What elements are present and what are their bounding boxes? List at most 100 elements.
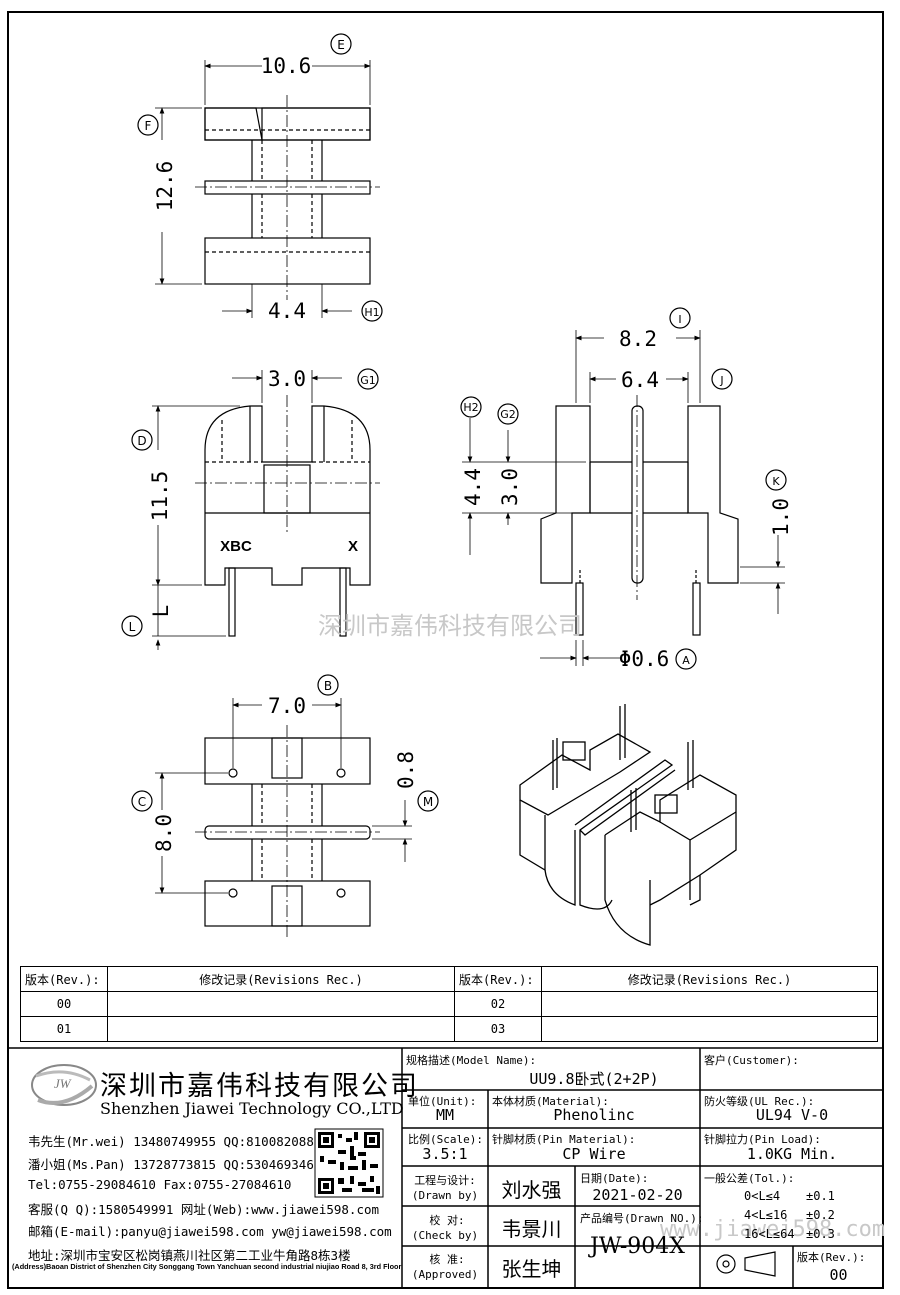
check-value: 韦景川 [501,1217,562,1241]
revisions-table: 版本(Rev.): 修改记录(Revisions Rec.) 版本(Rev.):… [20,966,878,1042]
drawn-value: 刘水强 [501,1178,562,1202]
material-value: Phenolinc [553,1106,635,1124]
contact-email: 邮箱(E-mail):panyu@jiawei598.com yw@jiawei… [28,1224,392,1239]
dim-top-width: 10.6 [261,54,312,78]
check-label: 校 对: [429,1214,465,1227]
tol-value: ±0.3 [806,1227,835,1241]
dim-front-pin: L [149,605,173,618]
dim-top-height: 12.6 [153,161,177,212]
rev-cell: 01 [20,1016,108,1042]
tag-k: K [772,475,780,488]
contact-address: 地址:深圳市宝安区松岗镇燕川社区第二工业牛角路8栋3楼 [28,1248,351,1263]
tag-h2: H2 [463,401,478,414]
unit-label: 单位(Unit): [408,1095,477,1108]
bottom-view [131,674,439,940]
dim-bottom-flange: 0.8 [394,751,418,789]
isometric-view [519,704,737,946]
tag-m: M [423,795,433,809]
front-mark-left: XBC [220,538,252,555]
side-view [460,307,787,670]
date-label: 日期(Date): [580,1172,649,1185]
tag-g1: G1 [360,374,376,387]
check-sub: (Check by) [411,1229,479,1242]
dim-side-inner: 6.4 [621,368,659,392]
tag-c: C [138,795,146,809]
approve-label: 核 准: [429,1253,465,1266]
drawing-frame [7,11,884,1289]
dim-side-k: 1.0 [769,498,793,536]
dim-side-pin: Φ0.6 [619,647,670,671]
rev-cell: 02 [454,991,542,1017]
contact-qq-web: 客服(Q Q):1580549991 网址(Web):www.jiawei598… [28,1202,380,1217]
tag-l: L [129,620,136,634]
dim-front-slot: 3.0 [268,367,306,391]
rev-header-2: 版本(Rev.): [454,966,542,992]
watermark: 深圳市嘉伟科技有限公司 [318,612,582,640]
tol-label: 一般公差(Tol.): [704,1172,795,1185]
dim-side-h2: 4.4 [461,468,485,506]
material-label: 本体材质(Material): [492,1095,609,1108]
drawn-no-value: JW-904X [590,1234,685,1259]
tol-range: 16<L≤64 [744,1227,795,1241]
tag-i: I [678,313,681,326]
tag-j: J [719,374,723,387]
tag-d: D [137,434,146,448]
tag-e: E [337,38,345,52]
rec-cell [107,1016,455,1042]
scale-value: 3.5:1 [422,1145,468,1163]
pin-material-value: CP Wire [562,1145,626,1163]
tol-value: ±0.2 [806,1208,835,1222]
dim-front-height: 11.5 [148,471,172,522]
dim-bottom-pitch: 7.0 [268,694,306,718]
top-view [137,33,383,322]
pin-load-value: 1.0KG Min. [746,1145,838,1163]
tag-h1: H1 [364,306,379,319]
dim-side-g2: 3.0 [498,468,522,506]
date-value: 2021-02-20 [592,1186,683,1204]
tag-a: A [682,654,690,667]
rec-cell [107,991,455,1017]
tol-range: 4<L≤16 [744,1208,788,1222]
ul-label: 防火等级(UL Rec.): [704,1095,815,1108]
approve-sub: (Approved) [411,1268,479,1281]
tag-f: F [145,119,152,133]
ul-value: UL94 V-0 [755,1106,829,1124]
rec-cell [541,1016,878,1042]
pin-load-label: 针脚拉力(Pin Load): [704,1133,821,1146]
rec-cell [541,991,878,1017]
rev-cell: 03 [454,1016,542,1042]
tag-g2: G2 [500,408,516,421]
rec-header-1: 修改记录(Revisions Rec.) [107,966,455,992]
scale-label: 比例(Scale): [408,1133,483,1146]
tol-value: ±0.1 [806,1189,835,1203]
dim-bottom-height: 8.0 [152,814,176,852]
tag-b: B [324,679,332,693]
pin-material-label: 针脚材质(Pin Material): [492,1133,636,1146]
address-en: (Address)Baoan District of Shenzhen City… [12,1262,402,1271]
contact-wei: 韦先生(Mr.wei) 13480749955 QQ:810082088 [28,1134,314,1149]
rev-value: 00 [829,1266,848,1284]
top-view-labels: 10.6 12.6 4.4 [153,54,311,323]
drawn-no-label: 产品编号(Drawn NO.): [580,1212,704,1225]
company-name-cn: 深圳市嘉伟科技有限公司 [100,1071,419,1102]
customer-label: 客户(Customer): [704,1054,799,1067]
front-mark-right: X [348,538,358,555]
approve-value: 张生坤 [501,1257,562,1281]
model-label: 规格描述(Model Name): [406,1054,537,1067]
unit-value: MM [435,1106,455,1124]
rev-label: 版本(Rev.): [797,1251,866,1264]
front-view [121,368,380,650]
dim-side-outer: 8.2 [619,327,657,351]
drawn-label: 工程与设计: [414,1174,476,1187]
contact-pan: 潘小姐(Ms.Pan) 13728773815 QQ:530469346 [28,1157,314,1172]
drawn-sub: (Drawn by) [411,1189,479,1202]
rec-header-2: 修改记录(Revisions Rec.) [541,966,878,992]
rev-cell: 00 [20,991,108,1017]
logo-text: JW [54,1076,71,1091]
model-value: UU9.8卧式(2+2P) [529,1070,659,1088]
dim-top-gap: 4.4 [268,299,306,323]
tol-range: 0<L≤4 [744,1189,781,1203]
contact-tel-fax: Tel:0755-29084610 Fax:0755-27084610 [28,1177,292,1192]
rev-header-1: 版本(Rev.): [20,966,108,992]
